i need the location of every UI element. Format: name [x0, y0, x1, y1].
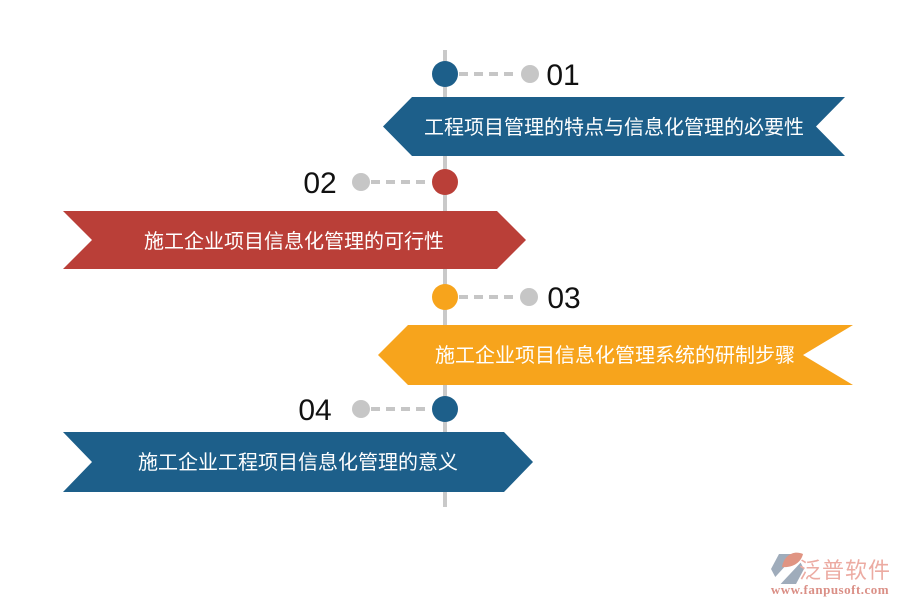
logo-leaf: [782, 552, 803, 568]
banner-label-1: 工程项目管理的特点与信息化管理的必要性: [424, 116, 804, 139]
brand-name: 泛普软件: [799, 558, 891, 583]
banner-arrow-1: [383, 97, 845, 156]
step-number-1: 01: [546, 59, 579, 92]
brand-logo-icon: [768, 552, 804, 590]
timeline-item-4: 施工企业工程项目信息化管理的意义 04: [63, 394, 533, 492]
step-number-2: 02: [303, 167, 336, 200]
connector-dot-4: [352, 400, 370, 418]
timeline-node-3: [432, 284, 458, 310]
timeline-item-2: 施工企业项目信息化管理的可行性 02: [63, 167, 526, 269]
brand-url: www.fanpusoft.com: [771, 582, 889, 597]
timeline-node-4: [432, 396, 458, 422]
brand-watermark: 泛普软件 www.fanpusoft.com: [768, 552, 891, 597]
banner-arrow-4: [63, 432, 533, 492]
connector-dot-2: [352, 173, 370, 191]
timeline-node-1: [432, 61, 458, 87]
banner-label-2: 施工企业项目信息化管理的可行性: [144, 230, 444, 253]
connector-dot-1: [521, 65, 539, 83]
timeline-node-2: [432, 169, 458, 195]
banner-label-3: 施工企业项目信息化管理系统的研制步骤: [435, 344, 795, 367]
banner-label-4: 施工企业工程项目信息化管理的意义: [138, 451, 458, 474]
timeline-item-3: 施工企业项目信息化管理系统的研制步骤 03: [378, 282, 853, 385]
banner-arrow-2: [63, 211, 526, 269]
banner-arrow-3: [378, 325, 853, 385]
connector-dot-3: [520, 288, 538, 306]
step-number-4: 04: [298, 394, 331, 427]
step-number-3: 03: [547, 282, 580, 315]
timeline-item-1: 工程项目管理的特点与信息化管理的必要性 01: [383, 59, 845, 156]
